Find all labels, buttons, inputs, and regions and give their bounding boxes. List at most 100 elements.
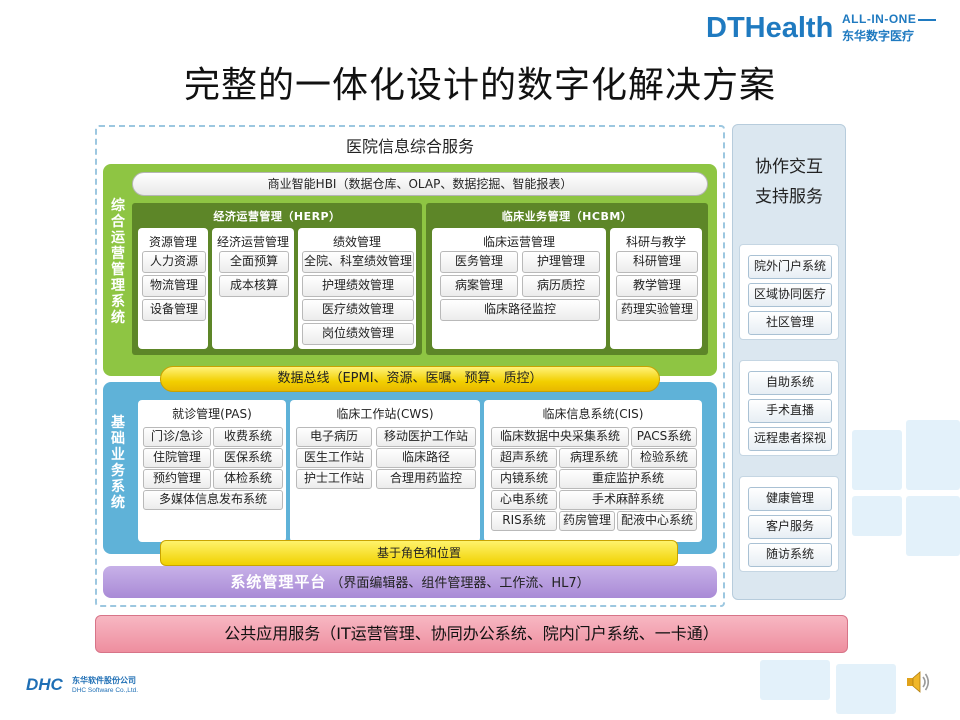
cis-item: 心电系统 <box>491 490 557 510</box>
side-label-char: 系 <box>111 479 125 495</box>
cws-item: 临床路径 <box>376 448 476 468</box>
slide-title: 完整的一体化设计的数字化解决方案 <box>183 65 776 106</box>
side-label-char: 合 <box>111 214 125 230</box>
speaker-icon-glyph <box>907 671 930 693</box>
collaboration-item: 客户服务 <box>748 515 832 539</box>
hcbm-heading: 临床业务管理（HCBM） <box>501 210 633 223</box>
pas-item: 门诊/急诊 <box>143 427 211 447</box>
cws-item: 移动医护工作站 <box>376 427 476 447</box>
hcbm-item: 护理管理 <box>522 251 600 273</box>
service-frame <box>95 125 725 607</box>
public-services-bar: 公共应用服务（IT运营管理、协同办公系统、院内门户系统、一卡通） <box>95 615 848 653</box>
pas-item: 体检系统 <box>213 469 283 489</box>
basic-business-side-label: 基础业务系统 <box>106 415 130 511</box>
side-label-char: 统 <box>111 495 125 511</box>
herp-heading: 经济运营管理（HERP） <box>213 210 341 223</box>
cis-item: 临床数据中央采集系统 <box>491 427 629 447</box>
operations-side-label: 综合运营管理系统 <box>106 198 130 326</box>
collaboration-group: 院外门户系统 区域协同医疗 社区管理 <box>739 244 839 340</box>
dhc-logo-mark: DHC 东华软件股份公司 DHC Software Co.,Ltd. <box>26 675 138 694</box>
bg-tile <box>852 496 902 536</box>
hbi-bar: 商业智能HBI（数据仓库、OLAP、数据挖掘、智能报表） <box>132 172 708 196</box>
hcbm-item: 临床路径监控 <box>440 299 600 321</box>
cis-title: 临床信息系统(CIS) <box>542 407 644 421</box>
cws-title: 临床工作站(CWS) <box>336 407 434 421</box>
bg-tile <box>760 660 830 700</box>
cis-item: 重症监护系统 <box>559 469 697 489</box>
hcbm-item: 药理实验管理 <box>616 299 698 321</box>
cws-item: 医生工作站 <box>296 448 372 468</box>
herp-item: 人力资源 <box>142 251 206 273</box>
side-label-char: 业 <box>111 447 125 463</box>
collaboration-item: 院外门户系统 <box>748 255 832 279</box>
collaboration-title: 协作交互 支持服务 <box>732 152 846 212</box>
hcbm-item: 教学管理 <box>616 275 698 297</box>
collaboration-item: 手术直播 <box>748 399 832 423</box>
side-label-char: 系 <box>111 294 125 310</box>
role-location-bar: 基于角色和位置 <box>160 540 678 566</box>
cws-item: 合理用药监控 <box>376 469 476 489</box>
collaboration-item: 健康管理 <box>748 487 832 511</box>
herp-item: 医疗绩效管理 <box>302 299 414 321</box>
collaboration-item: 区域协同医疗 <box>748 283 832 307</box>
side-label-char: 统 <box>111 310 125 326</box>
side-label-char: 础 <box>111 431 125 447</box>
cis-item: 配液中心系统 <box>617 511 697 531</box>
side-label-char: 营 <box>111 246 125 262</box>
system-management-detail: （界面编辑器、组件管理器、工作流、HL7） <box>330 576 590 591</box>
pas-item: 收费系统 <box>213 427 283 447</box>
dhc-logo-cn: 东华软件股份公司 <box>72 675 136 685</box>
dhc-logo-en: DHC Software Co.,Ltd. <box>72 687 138 694</box>
pas-item: 多媒体信息发布系统 <box>143 490 283 510</box>
cis-item: PACS系统 <box>631 427 697 447</box>
cis-item: 内镜系统 <box>491 469 557 489</box>
data-bus-bar: 数据总线（EPMI、资源、医嘱、预算、质控） <box>160 366 660 392</box>
herp-item: 岗位绩效管理 <box>302 323 414 345</box>
cis-item: 病理系统 <box>559 448 629 468</box>
dhc-logo-text: DHC <box>26 675 64 694</box>
collaboration-group: 健康管理 客户服务 随访系统 <box>739 476 839 572</box>
side-label-char: 运 <box>111 230 125 246</box>
cis-item: 药房管理 <box>559 511 615 531</box>
cis-item: 超声系统 <box>491 448 557 468</box>
herp-item: 成本核算 <box>219 275 289 297</box>
cws-item: 电子病历 <box>296 427 372 447</box>
side-label-char: 务 <box>111 463 125 479</box>
collaboration-item: 随访系统 <box>748 543 832 567</box>
hcbm-column-title: 科研与教学 <box>625 235 686 249</box>
side-label-char: 理 <box>111 278 125 294</box>
side-label-char: 管 <box>111 262 125 278</box>
herp-column-title: 资源管理 <box>148 235 197 249</box>
collaboration-item: 自助系统 <box>748 371 832 395</box>
hcbm-item: 病案管理 <box>440 275 518 297</box>
dthealth-logo: DTHealth <box>706 10 840 44</box>
hcbm-column-title: 临床运营管理 <box>482 235 555 249</box>
pas-item: 医保系统 <box>213 448 283 468</box>
speaker-icon[interactable] <box>904 668 932 696</box>
herp-item: 全面预算 <box>219 251 289 273</box>
pas-title: 就诊管理(PAS) <box>172 407 252 421</box>
herp-column-title: 经济运营管理 <box>216 235 289 249</box>
service-title: 医院信息综合服务 <box>345 137 474 156</box>
bg-tile <box>852 430 902 490</box>
dthealth-logo-mark: DTHealth <box>706 12 833 44</box>
hcbm-item: 医务管理 <box>440 251 518 273</box>
side-label-char: 综 <box>111 198 125 214</box>
dthealth-logo-text: DTHealth <box>706 12 833 44</box>
bg-tile <box>906 420 960 490</box>
bg-tile <box>836 664 896 714</box>
hcbm-item: 科研管理 <box>616 251 698 273</box>
cis-item: 手术麻醉系统 <box>559 490 697 510</box>
herp-item: 物流管理 <box>142 275 206 297</box>
logo-tagline: ALL-IN-ONE <box>842 12 946 26</box>
cis-item: RIS系统 <box>491 511 557 531</box>
pas-item: 住院管理 <box>143 448 211 468</box>
cws-item: 护士工作站 <box>296 469 372 489</box>
cis-item: 检验系统 <box>631 448 697 468</box>
collaboration-item: 社区管理 <box>748 311 832 335</box>
collaboration-title-line2: 支持服务 <box>755 187 823 207</box>
pas-item: 预约管理 <box>143 469 211 489</box>
side-label-char: 基 <box>111 415 125 431</box>
herp-item: 护理绩效管理 <box>302 275 414 297</box>
bg-tile <box>906 496 960 556</box>
